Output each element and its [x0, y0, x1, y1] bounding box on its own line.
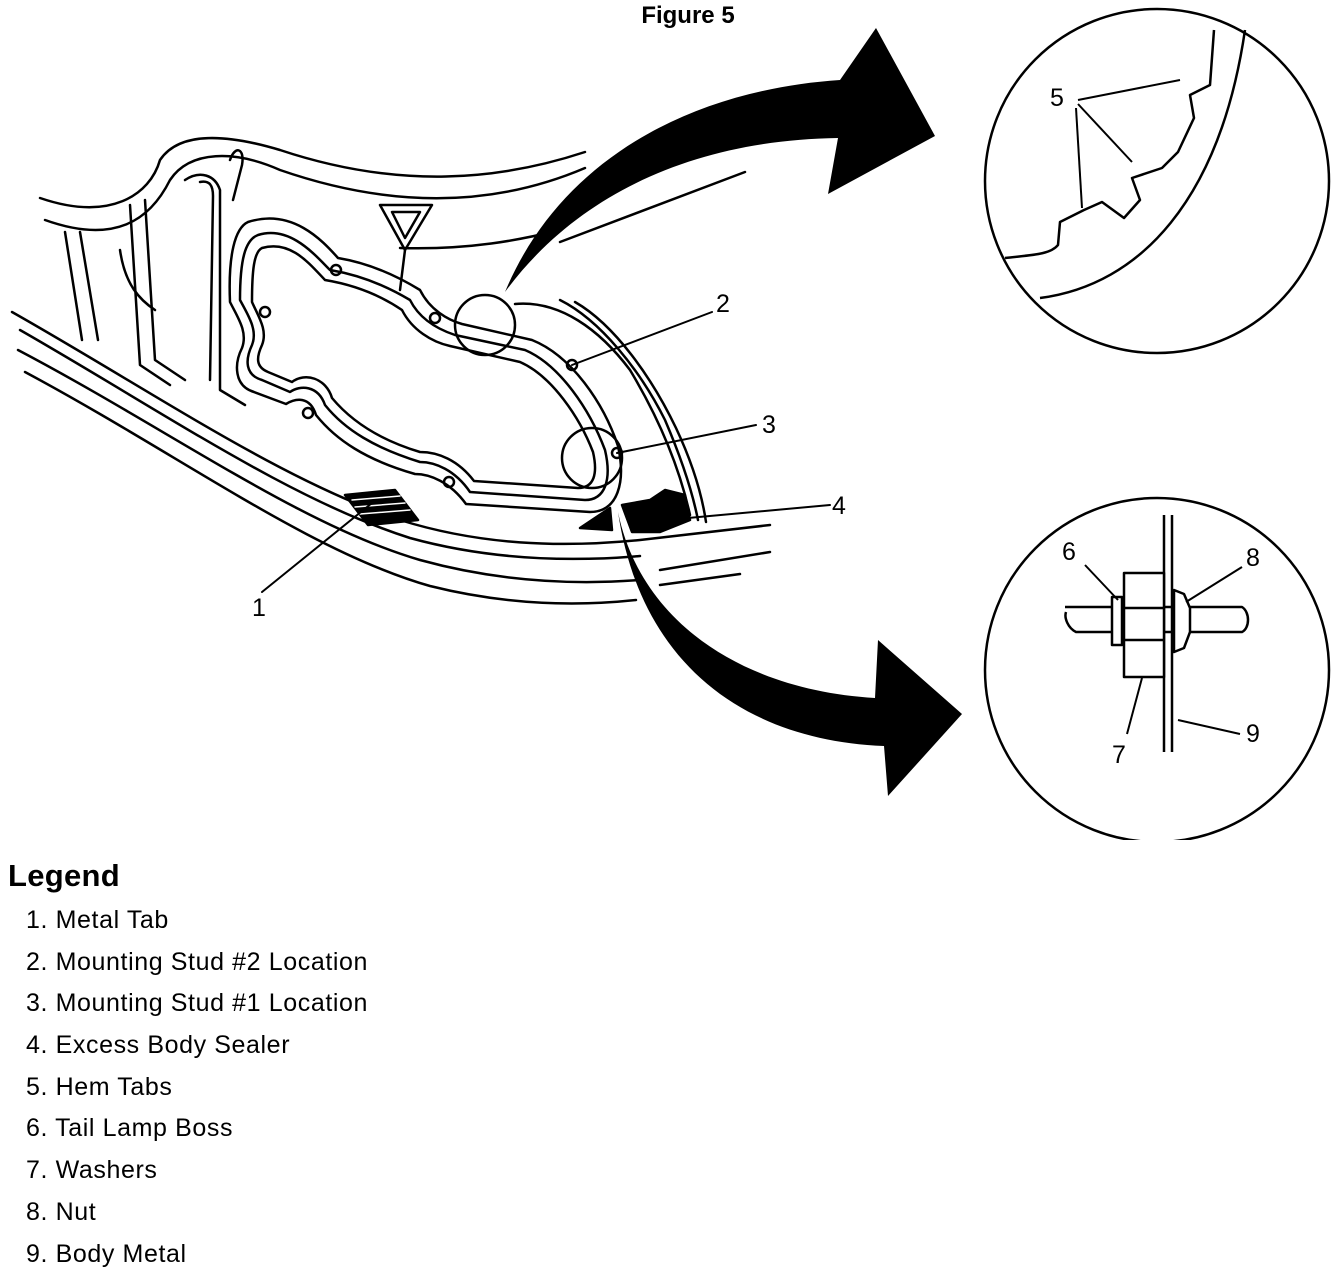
- callout-7: 7: [1112, 741, 1126, 769]
- callout-5: 5: [1050, 84, 1064, 112]
- callout-9: 9: [1246, 720, 1260, 748]
- callout-2: 2: [716, 290, 730, 318]
- pillar-trim: [65, 150, 245, 405]
- legend-item-tail-lamp-boss: 6. Tail Lamp Boss: [26, 1108, 368, 1150]
- callout-6: 6: [1062, 538, 1076, 566]
- callout-8: 8: [1246, 544, 1260, 572]
- callout-3: 3: [762, 411, 776, 439]
- legend-item-metal-tab: 1. Metal Tab: [26, 900, 368, 942]
- legend-item-mounting-stud-1: 3. Mounting Stud #1 Location: [26, 983, 368, 1025]
- lamp-opening-outline: [230, 219, 706, 522]
- legend-item-mounting-stud-2: 2. Mounting Stud #2 Location: [26, 942, 368, 984]
- excess-body-sealer: [622, 490, 690, 532]
- tail-lamp-opening-diagram: 1 2 3 4 5 6 7 8 9: [0, 0, 1344, 840]
- legend-item-nut: 8. Nut: [26, 1192, 368, 1234]
- legend-item-excess-body-sealer: 4. Excess Body Sealer: [26, 1025, 368, 1067]
- upper-callout-arrow: [505, 28, 935, 292]
- legend-item-washers: 7. Washers: [26, 1150, 368, 1192]
- stud-nut-detail: [985, 498, 1329, 840]
- quarter-panel-lower-lines: [12, 312, 770, 603]
- hem-tabs-detail: [985, 9, 1329, 353]
- lower-callout-arrow: [618, 512, 962, 796]
- callout-1: 1: [252, 594, 266, 622]
- legend-item-body-metal: 9. Body Metal: [26, 1234, 368, 1275]
- legend-heading: Legend: [8, 858, 368, 894]
- metal-tab: [345, 490, 418, 525]
- legend-item-hem-tabs: 5. Hem Tabs: [26, 1067, 368, 1109]
- legend-list: 1. Metal Tab 2. Mounting Stud #2 Locatio…: [8, 900, 368, 1275]
- leader-lines: [262, 312, 830, 592]
- legend: Legend 1. Metal Tab 2. Mounting Stud #2 …: [8, 858, 368, 1275]
- callout-4: 4: [832, 492, 846, 520]
